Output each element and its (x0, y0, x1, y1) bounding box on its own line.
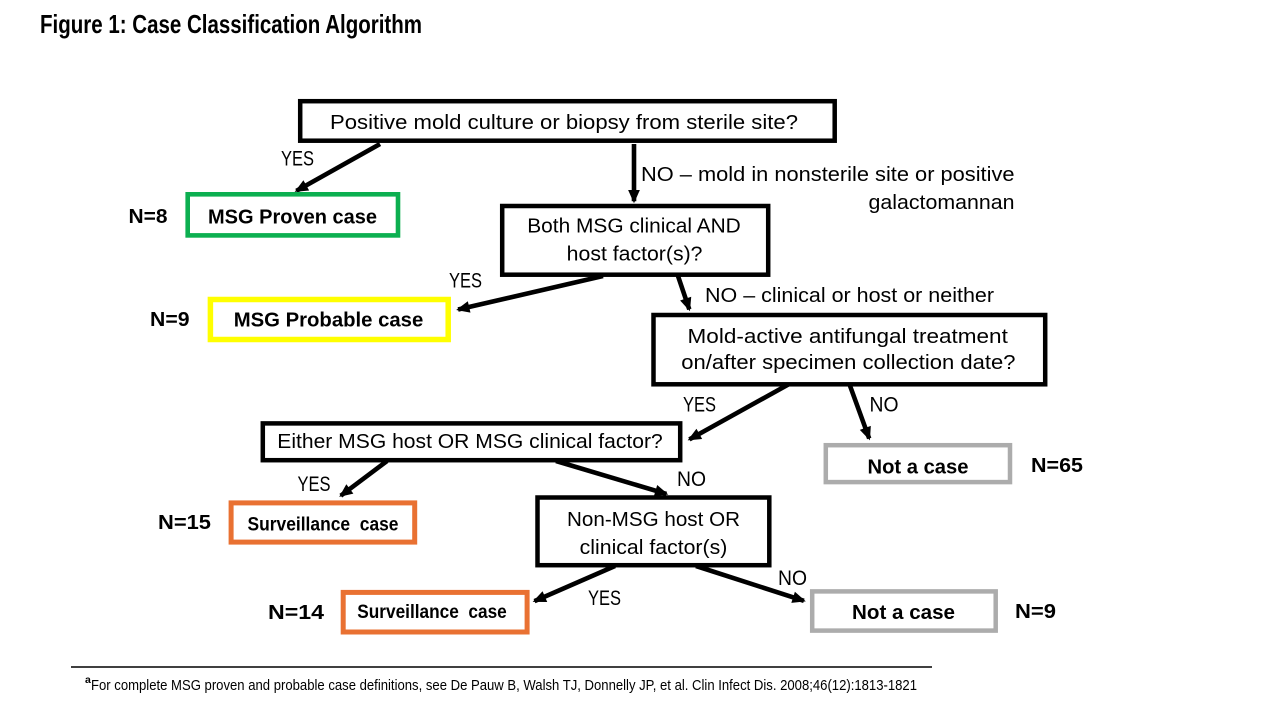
svg-text:MSG Probable case: MSG Probable case (234, 308, 424, 331)
svg-text:N=14: N=14 (268, 601, 325, 624)
svg-text:Positive mold culture or biops: Positive mold culture or biopsy from ste… (330, 111, 798, 134)
svg-text:Both MSG clinical AND: Both MSG clinical AND (527, 215, 741, 238)
svg-text:Surveillance case: Surveillance case (248, 514, 399, 536)
svg-text:YES: YES (683, 394, 716, 417)
svg-text:N=15: N=15 (158, 511, 211, 534)
svg-text:N=9: N=9 (1015, 600, 1056, 623)
svg-text:on/after specimen collection d: on/after specimen collection date? (681, 351, 1015, 374)
svg-text:YES: YES (588, 587, 621, 610)
svg-text:MSG Proven case: MSG Proven case (208, 206, 377, 229)
svg-text:Figure 1: Case Classification: Figure 1: Case Classification Algorithm (40, 9, 422, 39)
svg-text:galactomannan: galactomannan (869, 191, 1015, 214)
svg-text:Not a case: Not a case (852, 601, 955, 624)
svg-text:YES: YES (449, 270, 482, 293)
svg-text:NO – clinical or host or neith: NO – clinical or host or neither (705, 284, 994, 307)
svg-text:Either MSG host OR MSG clinica: Either MSG host OR MSG clinical factor? (277, 430, 663, 453)
svg-text:For complete MSG proven and pr: For complete MSG proven and probable cas… (91, 677, 917, 694)
svg-text:Not a case: Not a case (868, 456, 969, 479)
svg-text:YES: YES (281, 148, 314, 171)
svg-text:Mold-active antifungal treatme: Mold-active antifungal treatment (688, 325, 1009, 348)
svg-text:Non-MSG host OR: Non-MSG host OR (567, 508, 740, 531)
svg-text:Surveillance case: Surveillance case (357, 601, 507, 623)
svg-text:NO – mold in nonsterile site o: NO – mold in nonsterile site or positive (641, 163, 1015, 186)
svg-text:YES: YES (298, 473, 331, 496)
svg-text:N=9: N=9 (150, 308, 190, 331)
svg-text:clinical factor(s): clinical factor(s) (580, 536, 728, 559)
svg-text:N=8: N=8 (129, 205, 168, 228)
svg-text:NO: NO (677, 468, 706, 491)
svg-text:N=65: N=65 (1031, 454, 1083, 477)
svg-text:NO: NO (870, 394, 899, 417)
svg-text:host factor(s)?: host factor(s)? (567, 243, 703, 266)
svg-text:a: a (85, 674, 91, 686)
svg-text:NO: NO (778, 567, 807, 590)
